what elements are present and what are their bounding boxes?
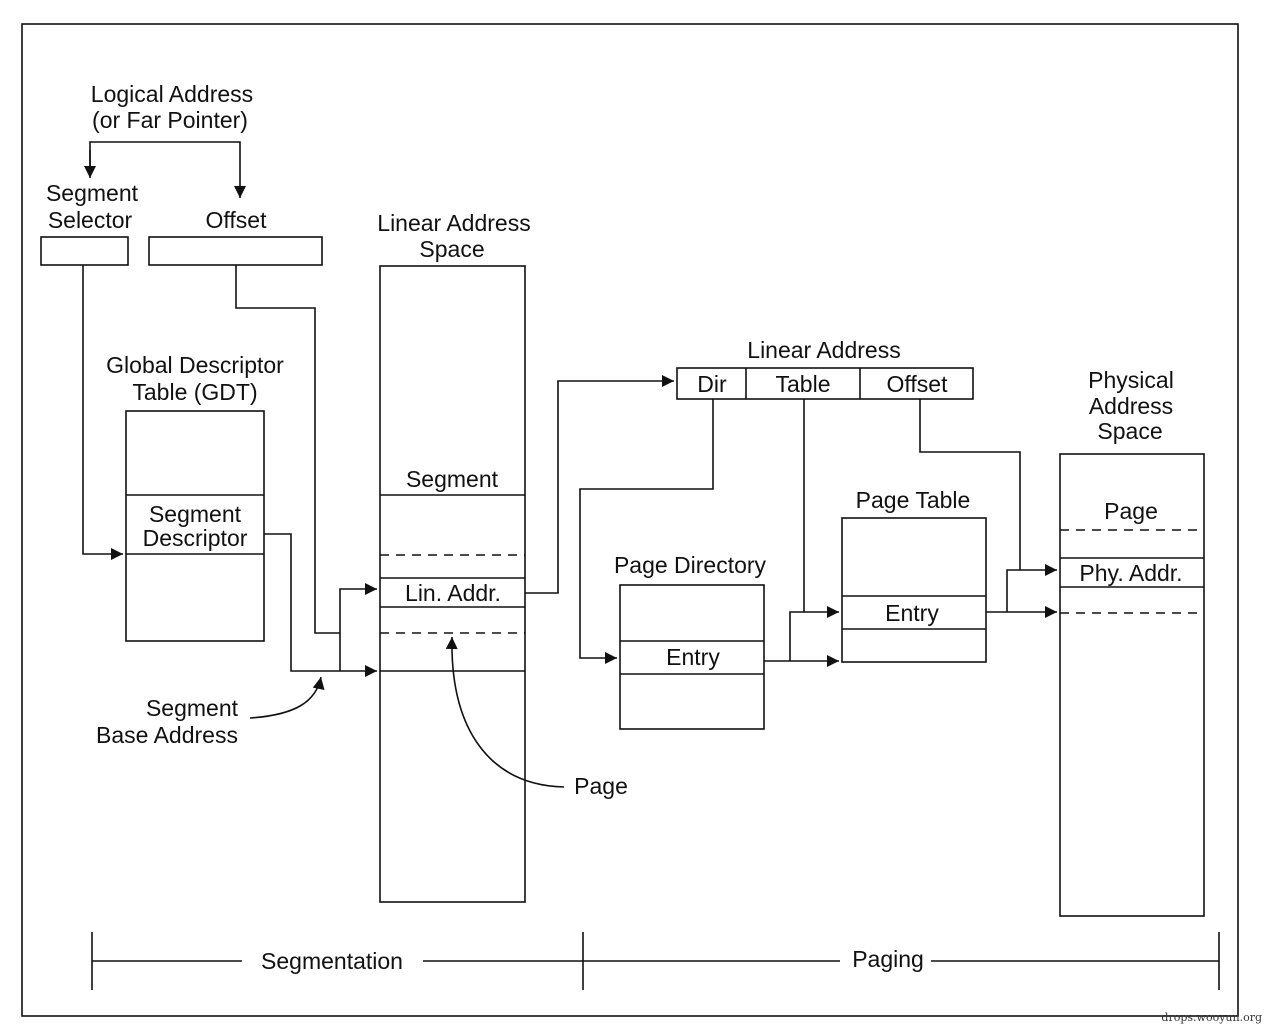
gdt-table-box [125,410,265,642]
segment-base-label-1: Segment [146,695,239,721]
linear-address-table: Table [776,371,831,397]
offset-box [148,236,323,266]
page-table-title: Page Table [856,487,971,513]
adder-to-lin-addr-arrow [339,583,377,671]
linear-space-box [379,265,526,903]
page-directory-box [619,584,765,730]
segment-descriptor-label-2: Descriptor [143,525,248,551]
page-table-entry-label: Entry [885,600,939,626]
physical-page-label: Page [1104,498,1158,524]
gdt-title-1: Global Descriptor [106,352,284,378]
linear-page-curved-arrow [445,636,565,788]
watermark: drops.wooyun.org [1161,1011,1262,1024]
phy-addr-label: Phy. Addr. [1079,560,1182,586]
offset-to-phy-addr-arrow [919,399,1057,576]
segment-base-curved-arrow [249,676,325,719]
linear-address-offset: Offset [887,371,949,397]
segment-base-label-2: Base Address [96,722,238,748]
page-table-box [841,517,987,663]
selector-to-gdt-arrow [82,265,123,560]
lin-addr-to-linear-address-arrow [525,375,674,594]
descriptor-to-base-line [264,533,377,677]
table-to-page-table-entry-arrow [803,399,839,618]
logical-address-subtitle: (or Far Pointer) [92,107,248,133]
page-directory-entry-label: Entry [666,644,720,670]
linear-address-title: Linear Address [747,337,900,363]
offset-to-adder-line [235,265,340,634]
page-directory-title: Page Directory [614,552,767,578]
linear-space-title-2: Space [419,236,484,262]
segment-descriptor-label-1: Segment [149,501,242,527]
offset-label: Offset [206,207,268,233]
lin-addr-label: Lin. Addr. [405,580,501,606]
paging-label: Paging [852,946,924,972]
physical-space-title-3: Space [1097,418,1162,444]
segment-selector-box [40,236,129,266]
linear-address-box [676,367,974,400]
physical-space-title-1: Physical [1088,367,1174,393]
segment-selector-label-1: Segment [46,180,139,206]
segment-selector-label-2: Selector [48,207,133,233]
linear-page-label: Page [574,773,628,799]
linear-space-segment-label: Segment [406,466,499,492]
directory-entry-branch-line [789,611,804,661]
diagram-frame [21,23,1239,1017]
physical-space-title-2: Address [1089,393,1173,419]
linear-space-title-1: Linear Address [377,210,530,236]
physical-space-box [1059,453,1205,917]
dir-to-directory-entry-arrow [579,399,714,664]
logical-address-title: Logical Address [91,81,253,107]
gdt-title-2: Table (GDT) [132,379,257,405]
linear-address-dir: Dir [697,371,727,397]
segmentation-label: Segmentation [261,948,403,974]
page-table-entry-branch-line [1006,569,1020,612]
